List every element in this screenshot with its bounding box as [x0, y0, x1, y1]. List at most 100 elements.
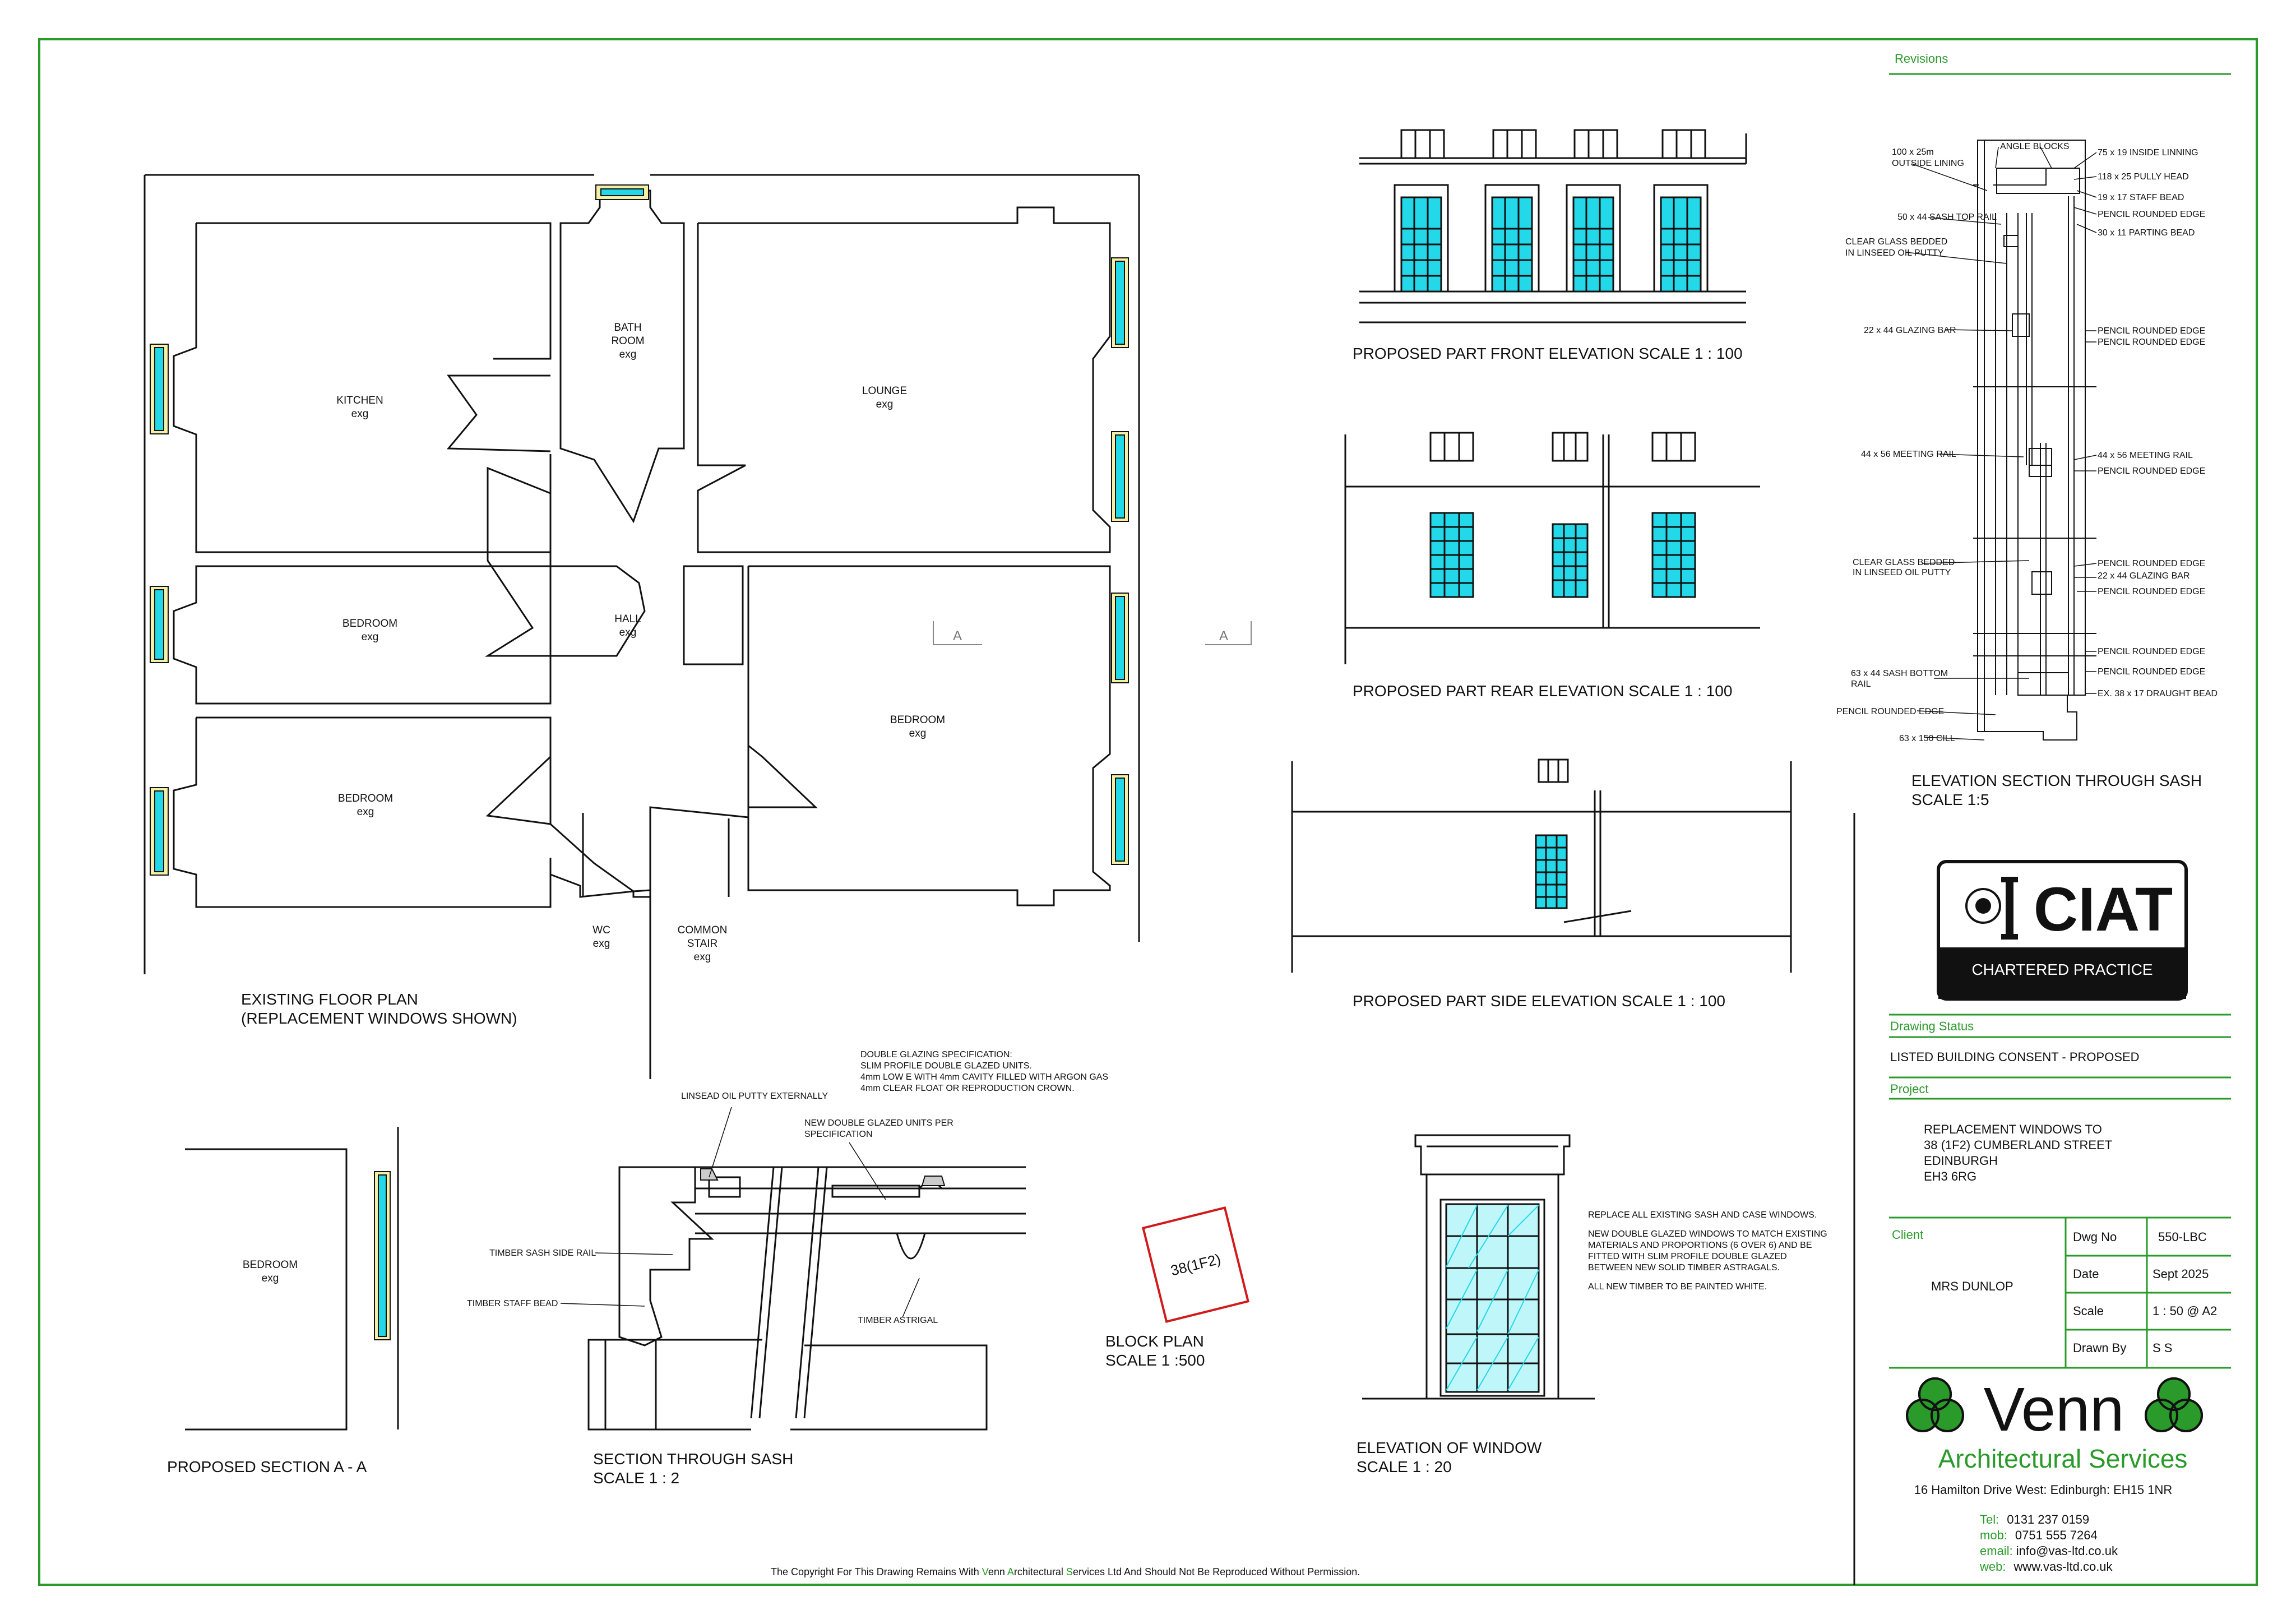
block-plan-scale: SCALE 1 :500: [1105, 1352, 1205, 1369]
sash-label-right-13: PENCIL ROUNDED EDGE: [2098, 647, 2205, 656]
room-lounge: LOUNGE: [862, 385, 907, 397]
spec-line-1: DOUBLE GLAZING SPECIFICATION:: [860, 1050, 1012, 1059]
room-bedroom-2-sub: exg: [909, 728, 927, 739]
project-label: Project: [1890, 1082, 1928, 1096]
label-timber-staff-bead: TIMBER STAFF BEAD: [467, 1299, 558, 1308]
room-lounge-sub: exg: [876, 399, 894, 410]
room-wc-sub: exg: [593, 938, 610, 950]
room-bedroom-1-sub: exg: [362, 631, 379, 643]
existing-floor-plan: [144, 174, 1140, 1079]
room-bath-2: ROOM: [611, 335, 644, 347]
window-note-3: MATERIALS AND PROPORTIONS (6 OVER 6) AND…: [1588, 1241, 1812, 1250]
contact-web: web:www.vas-ltd.co.uk: [1979, 1560, 2113, 1574]
label-new-dg-units: NEW DOUBLE GLAZED UNITS PER: [804, 1118, 953, 1128]
ciat-word: CIAT: [2034, 875, 2173, 944]
revisions-label: Revisions: [1895, 52, 1948, 66]
floor-plan-room-labels: KITCHEN exg LOUNGE exg BATH ROOM exg BED…: [336, 322, 945, 963]
room-bedroom-2: BEDROOM: [890, 714, 945, 726]
company-subtitle: Architectural Services: [1938, 1444, 2188, 1473]
room-common-sub: exg: [694, 951, 711, 963]
detail-value-dwg: 550-LBC: [2158, 1230, 2207, 1244]
room-bedroom-1: BEDROOM: [342, 618, 397, 630]
room-bedroom-3: BEDROOM: [338, 793, 393, 804]
sash-detail-title: SECTION THROUGH SASH: [593, 1450, 793, 1468]
room-common: COMMON: [678, 924, 728, 936]
detail-label-date: Date: [2073, 1267, 2099, 1281]
window-elevation-scale: SCALE 1 : 20: [1357, 1458, 1452, 1475]
sash-label-right-1: 75 x 19 INSIDE LINNING: [2098, 148, 2198, 158]
window-elevation-notes: REPLACE ALL EXISTING SASH AND CASE WINDO…: [1588, 1210, 1827, 1292]
copyright-notice: The Copyright For This Drawing Remains W…: [771, 1566, 1360, 1577]
project-line-2: 38 (1F2) CUMBERLAND STREET: [1924, 1138, 2112, 1152]
section-aa-drawing: [185, 1127, 399, 1431]
block-plan-tag: 38(1F2): [1169, 1250, 1223, 1279]
drawing-status-label: Drawing Status: [1890, 1019, 1974, 1033]
room-hall-sub: exg: [619, 627, 637, 639]
block-plan-title: BLOCK PLAN: [1105, 1332, 1204, 1350]
sash-label-bottom-rail-1: 63 x 44 SASH BOTTOM: [1851, 669, 1948, 678]
sash-label-clear-glass-1: CLEAR GLASS BEDDED: [1845, 237, 1947, 247]
label-timber-sash-side-rail: TIMBER SASH SIDE RAIL: [489, 1248, 596, 1258]
sash-label-right-2: 118 x 25 PULLY HEAD: [2098, 172, 2189, 182]
putty-hatch: [700, 1168, 719, 1181]
spec-line-4: 4mm CLEAR FLOAT OR REPRODUCTION CROWN.: [860, 1084, 1075, 1093]
sash-label-top-rail: 50 x 44 SASH TOP RAIL: [1897, 212, 1997, 222]
sash-label-right-8: 44 x 56 MEETING RAIL: [2098, 451, 2193, 460]
sash-label-outside-lining-2: OUTSIDE LINING: [1892, 159, 1964, 168]
sash-label-angle-blocks: ANGLE BLOCKS: [2000, 142, 2070, 151]
section-marker-a-right: A: [1219, 628, 1228, 644]
section-aa-room-sub: exg: [262, 1273, 279, 1284]
sash-detail-drawing: [587, 1166, 1026, 1431]
venn-wordmark: Venn: [1984, 1375, 2124, 1444]
project-line-1: REPLACEMENT WINDOWS TO: [1924, 1122, 2102, 1136]
detail-value-drawnby: S S: [2152, 1341, 2172, 1355]
detail-value-date: Sept 2025: [2152, 1267, 2209, 1281]
sash-label-outside-lining-1: 100 x 25m: [1892, 147, 1934, 157]
project-line-3: EDINBURGH: [1924, 1154, 1998, 1168]
sash-label-glazing-bar: 22 x 44 GLAZING BAR: [1864, 326, 1956, 335]
sash-label-right-4: PENCIL ROUNDED EDGE: [2098, 210, 2205, 219]
front-elevation-windows: [1394, 184, 1709, 293]
room-hall: HALL: [614, 613, 641, 625]
side-elevation-title: PROPOSED PART SIDE ELEVATION SCALE 1 : 1…: [1353, 992, 1725, 1010]
sash-section-drawing: [1973, 140, 2096, 741]
rear-elevation: [1344, 432, 1760, 664]
section-markers: [933, 621, 1252, 645]
sheet-border: [38, 38, 2258, 1586]
window-note-5: BETWEEN NEW SOLID TIMBER ASTRAGALS.: [1588, 1263, 1780, 1273]
floor-plan-windows: [150, 184, 1129, 876]
section-aa-title: PROPOSED SECTION A - A: [167, 1458, 367, 1475]
ciat-logo: CIAT CHARTERED PRACTICE: [1937, 860, 2188, 1001]
sash-label-right-12: PENCIL ROUNDED EDGE: [2098, 587, 2205, 596]
ciat-band: CHARTERED PRACTICE: [1971, 961, 2152, 978]
window-note-2: NEW DOUBLE GLAZED WINDOWS TO MATCH EXIST…: [1588, 1229, 1827, 1239]
putty-hatch-2: [921, 1176, 946, 1186]
sash-detail-scale: SCALE 1 : 2: [593, 1469, 679, 1487]
sash-section-leaders: [1905, 146, 2097, 741]
window-note-6: ALL NEW TIMBER TO BE PAINTED WHITE.: [1588, 1282, 1767, 1292]
contact-email: email:info@vas-ltd.co.uk: [1980, 1544, 2118, 1558]
floor-plan-subtitle: (REPLACEMENT WINDOWS SHOWN): [241, 1010, 517, 1027]
detail-value-scale: 1 : 50 @ A2: [2152, 1304, 2217, 1318]
spec-line-3: 4mm LOW E WITH 4mm CAVITY FILLED WITH AR…: [860, 1072, 1108, 1082]
sash-detail-leaders: [560, 1107, 920, 1318]
room-kitchen: KITCHEN: [336, 395, 383, 406]
window-note-4: FITTED WITH SLIM PROFILE DOUBLE GLAZED: [1588, 1252, 1787, 1261]
contact-mob: mob:0751 555 7264: [1980, 1528, 2098, 1542]
room-wc: WC: [592, 924, 610, 936]
sash-label-bottom-rail-2: RAIL: [1851, 679, 1871, 689]
rear-elevation-title: PROPOSED PART REAR ELEVATION SCALE 1 : 1…: [1353, 682, 1732, 700]
section-marker-a-left: A: [953, 628, 962, 644]
sash-label-right-9: PENCIL ROUNDED EDGE: [2098, 466, 2205, 476]
sash-label-right-11: 22 x 44 GLAZING BAR: [2098, 571, 2190, 581]
sash-detail-spec: DOUBLE GLAZING SPECIFICATION: SLIM PROFI…: [467, 1050, 1108, 1325]
room-bath: BATH: [614, 322, 641, 334]
sash-label-pencil-left: PENCIL ROUNDED EDGE: [1836, 707, 1944, 716]
window-elevation-glass: [1445, 1203, 1540, 1393]
detail-label-dwg: Dwg No: [2073, 1230, 2117, 1244]
client-label: Client: [1892, 1228, 1923, 1242]
side-elevation: [1291, 758, 1792, 973]
window-note-1: REPLACE ALL EXISTING SASH AND CASE WINDO…: [1588, 1210, 1817, 1220]
detail-label-scale: Scale: [2073, 1304, 2104, 1318]
sash-label-clear-glass-4: IN LINSEED OIL PUTTY: [1853, 568, 1951, 577]
